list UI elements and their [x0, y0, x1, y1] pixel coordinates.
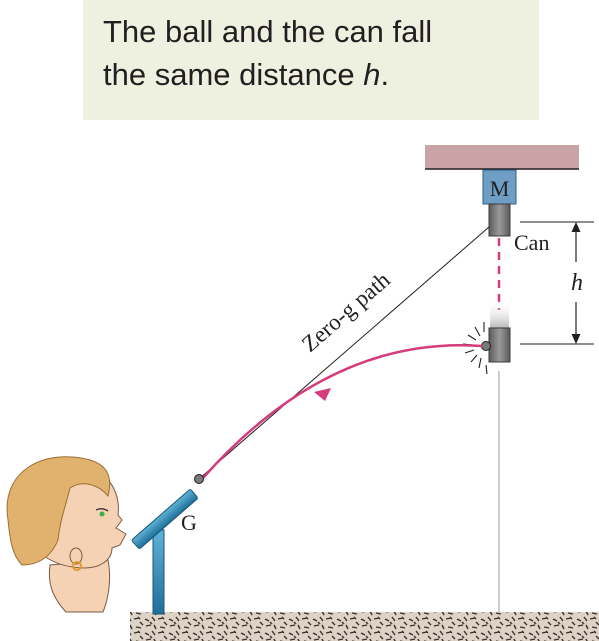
ball-at-can: [481, 341, 491, 351]
arrowhead-down-icon: [571, 334, 581, 344]
can-initial: [488, 203, 511, 237]
caption-period: .: [380, 57, 390, 92]
magnet-label: M: [490, 176, 510, 201]
can-label: Can: [514, 230, 549, 255]
person-head: [6, 456, 127, 613]
ceiling: [425, 145, 579, 169]
gun-stand-post: [152, 529, 165, 615]
impact-burst-icon: [462, 322, 488, 375]
caption-height-var: h: [363, 57, 381, 92]
caption-line-2: the same distance h.: [103, 53, 519, 96]
magnet: [482, 169, 517, 205]
gun-label: G: [181, 510, 197, 535]
caption-line-1: The ball and the can fall: [103, 14, 433, 49]
trajectory-arrow-icon: [314, 388, 331, 401]
zero-g-path-label: Zero-g path: [297, 267, 395, 357]
can-motion-blur: [490, 300, 509, 328]
ground: [130, 612, 599, 641]
can-final: [488, 327, 511, 363]
arrowhead-up-icon: [571, 222, 581, 232]
zero-g-path-line: [198, 226, 490, 480]
ball-at-launch: [194, 474, 204, 484]
caption-box: The ball and the can fall the same dista…: [83, 0, 539, 120]
caption-line-2-text: the same distance: [103, 57, 364, 92]
trajectory-curve: [202, 344, 483, 479]
blowgun-tube: [131, 489, 198, 549]
height-label: h: [571, 270, 583, 296]
